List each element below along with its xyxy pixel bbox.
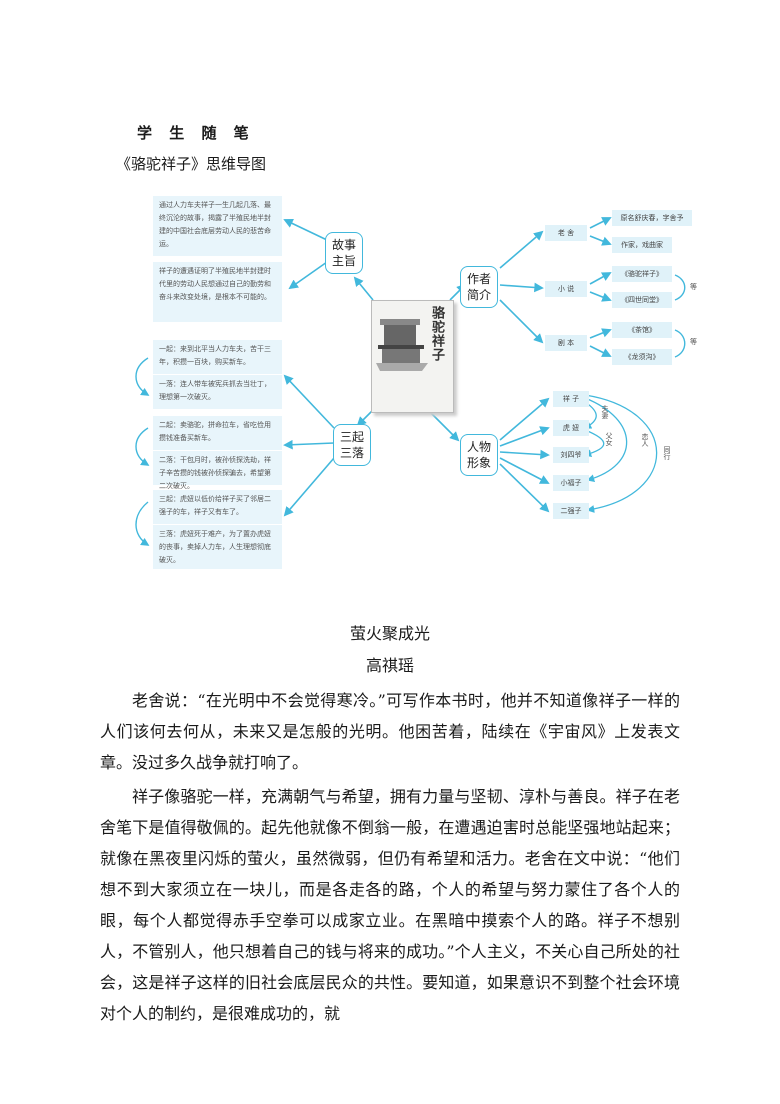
book-title: 骆驼祥子 — [429, 306, 444, 362]
character-erqiangzi: 二强子 — [553, 503, 589, 519]
novel-detail-2: 《四世同堂》 — [612, 292, 672, 308]
mindmap-title: 《骆驼祥子》思维导图 — [116, 155, 267, 173]
node-story-line2: 主旨 — [331, 254, 356, 268]
fall-box-3: 三落：虎妞死于难产，为了置办虎妞的丧事，卖掉人力车，人生理想彻底破灭。 — [153, 525, 282, 569]
drama-detail-1: 《茶馆》 — [612, 322, 672, 338]
author-tag-drama: 剧 本 — [545, 335, 587, 351]
essay-paragraph-1: 老舍说：“在光明中不会觉得寒冷。”可写作本书时，他并不知道像祥子一样的人们该何去… — [100, 691, 680, 772]
drama-detail-2: 《龙须沟》 — [612, 349, 672, 365]
rise-box-3: 三起：虎妞以低价给祥子买了邻居二强子的车，祥子又有车了。 — [153, 490, 282, 524]
book-illustration — [376, 319, 428, 371]
rise-box-2: 二起：卖骆驼，拼命拉车，省吃俭用攒钱准备买新车。 — [153, 416, 282, 450]
relation-spouse: 夫妻 — [601, 405, 609, 419]
author-tag-laoshe: 老 舍 — [545, 225, 587, 241]
essay-title: 萤火聚成光 — [349, 624, 430, 643]
node-rise-fall: 三起 三落 — [333, 424, 371, 466]
book-cover — [371, 300, 454, 413]
node-people-line1: 人物 — [466, 440, 491, 454]
section-heading: 学 生 随 笔 — [137, 124, 255, 142]
author-detail-role: 作家，戏曲家 — [612, 237, 672, 253]
fall-box-2: 二落：干包月时，被孙侦探洗劫，祥子辛苦攒的钱被孙侦探骗去，希望第二次破灭。 — [153, 451, 282, 490]
rise-box-1: 一起：来到北平当人力车夫，苦干三年，积攒一百块，购买新车。 — [153, 340, 282, 374]
novel-detail-1: 《骆驼祥子》 — [612, 266, 672, 282]
author-detail-name: 原名舒庆春，字舍予 — [612, 210, 692, 226]
character-xiangzi: 祥 子 — [553, 391, 589, 407]
character-liusiye: 刘四爷 — [553, 447, 589, 463]
essay-paragraph-2: 祥子像骆驼一样，充满朝气与希望，拥有力量与坚韧、淳朴与善良。祥子在老舍笔下是值得… — [100, 787, 680, 1023]
story-theme-box-2: 祥子的遭遇证明了半殖民地半封建时代里的劳动人民想通过自己的勤劳和奋斗来改变处境，… — [153, 262, 282, 322]
node-author-intro: 作者 简介 — [460, 266, 498, 308]
drama-etc: 等 — [690, 338, 697, 346]
character-huniu: 虎 妞 — [553, 420, 589, 436]
essay-author: 高祺瑶 — [365, 656, 414, 675]
node-story-line1: 故事 — [331, 238, 356, 252]
story-theme-box-1: 通过人力车夫祥子一生几起几落、最终沉沦的故事，揭露了半殖民地半封建的中国社会底层… — [153, 196, 282, 256]
node-story-theme: 故事 主旨 — [325, 232, 363, 274]
relation-lovers: 恋人 — [641, 433, 649, 447]
node-characters: 人物 形象 — [460, 434, 498, 476]
node-three-line2: 三落 — [339, 446, 364, 460]
node-people-line2: 形象 — [466, 456, 491, 470]
author-tag-novel: 小 说 — [545, 281, 587, 297]
relation-peers: 同行 — [663, 446, 671, 460]
fall-box-1: 一落：连人带车被宪兵抓去当壮丁，理想第一次破灭。 — [153, 375, 282, 409]
novel-etc: 等 — [690, 283, 697, 291]
character-xiaofuzi: 小福子 — [553, 475, 589, 491]
relation-father-daughter: 父女 — [605, 432, 613, 446]
node-three-line1: 三起 — [339, 430, 364, 444]
node-author-line1: 作者 — [466, 272, 491, 286]
node-author-line2: 简介 — [466, 288, 491, 302]
